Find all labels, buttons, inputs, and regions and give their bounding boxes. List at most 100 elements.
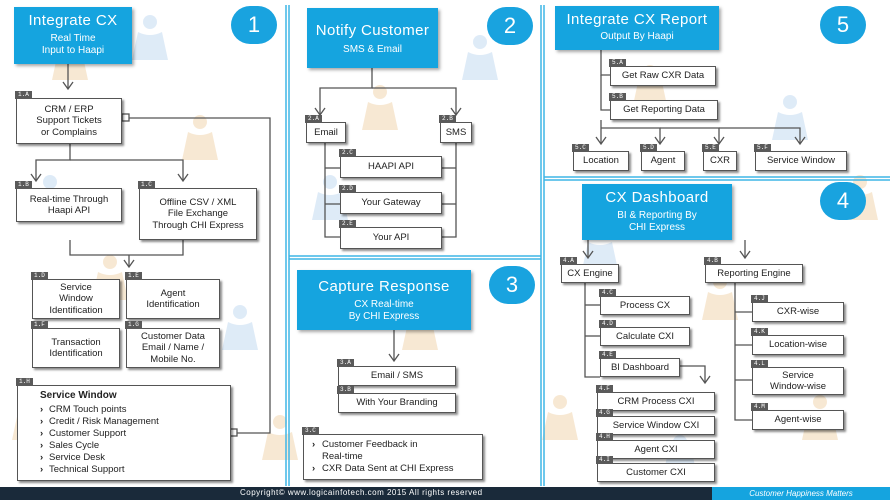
box-4g: 4.G Service Window CXI: [596, 409, 715, 435]
section3-header: Capture Response CX Real-time By CHI Exp…: [297, 270, 471, 330]
box-3a: 3.A Email / SMS: [337, 359, 456, 386]
box-4i-label: Customer CXI: [626, 466, 686, 478]
box-4e: 4.E BI Dashboard: [599, 351, 680, 377]
section1-subtitle-2: Input to Haapi: [41, 45, 105, 56]
list-item: ›Technical Support: [40, 464, 125, 475]
list-item: ›Customer Feedback in: [312, 439, 418, 450]
chevron-right-icon: ›: [312, 439, 316, 450]
chevron-right-icon: ›: [40, 416, 44, 427]
chevron-right-icon: ›: [40, 452, 44, 463]
section2-title: Notify Customer: [315, 22, 430, 39]
tag-1f: 1.F: [31, 321, 48, 329]
box-1g-line1: Customer Data: [141, 330, 205, 342]
tag-2e: 2.E: [339, 220, 356, 228]
chevron-right-icon: ›: [312, 463, 316, 474]
list-item: ›Sales Cycle: [40, 440, 100, 451]
box-5b-label: Get Reporting Data: [623, 104, 705, 116]
tag-4j: 4.J: [751, 295, 768, 303]
tag-1h: 1.H: [16, 378, 33, 386]
list-item: ›CRM Touch points: [40, 404, 127, 415]
box-5d: 5.D Agent: [640, 144, 685, 171]
tag-1b: 1.B: [15, 181, 32, 189]
section2-subtitle: SMS & Email: [343, 44, 402, 55]
section5-subtitle: Output By Haapi: [600, 31, 674, 42]
tag-2a: 2.A: [305, 115, 322, 123]
box-1g-line2: Email / Name /: [141, 342, 205, 354]
tag-4a: 4.A: [560, 257, 577, 265]
box-4j: 4.J CXR-wise: [751, 295, 844, 322]
box-1g-line3: Mobile No.: [150, 353, 196, 365]
box-4m-label: Agent-wise: [774, 414, 822, 426]
box-5b: 5.B Get Reporting Data: [609, 93, 718, 120]
section4-subtitle-2: CHI Express: [628, 222, 686, 233]
box-1e-line2: Identification: [146, 299, 200, 310]
box-4j-label: CXR-wise: [776, 306, 820, 318]
box-4l-line2: Window-wise: [770, 381, 826, 392]
box-3a-label: Email / SMS: [370, 370, 424, 382]
tag-4k: 4.K: [751, 328, 768, 336]
tag-4m: 4.M: [751, 403, 768, 411]
box-4g-label: Service Window CXI: [612, 419, 700, 431]
tag-3b: 3.B: [337, 386, 354, 394]
tag-5a: 5.A: [609, 59, 626, 67]
box-1b-line1: Real-time Through: [29, 193, 109, 205]
box-4h-label: Agent CXI: [634, 443, 678, 455]
list-item: ›Customer Support: [40, 428, 127, 439]
section4-header: CX Dashboard BI & Reporting By CHI Expre…: [582, 184, 732, 240]
section2-number-badge: 2: [487, 7, 533, 45]
footer-bar: Copyright© www.logicainfotech.com 2015 A…: [0, 487, 890, 500]
box-1d-line1: Service: [60, 281, 92, 293]
tag-3a: 3.A: [337, 359, 354, 367]
tag-1a: 1.A: [15, 91, 32, 99]
list-item: ›CXR Data Sent at CHI Express: [312, 463, 454, 474]
box-4a-label: CX Engine: [567, 267, 613, 279]
tag-4b: 4.B: [704, 257, 721, 265]
box-4f: 4.F CRM Process CXI: [596, 385, 715, 411]
section5-number-badge: 5: [820, 6, 866, 44]
box-2e-label: Your API: [372, 232, 410, 244]
section3-number-badge: 3: [489, 266, 535, 304]
box-2a: 2.A Email: [305, 115, 346, 143]
box-1f-line2: Identification: [49, 348, 103, 359]
box-4f-label: CRM Process CXI: [617, 395, 695, 407]
box-4c-label: Process CX: [619, 299, 671, 311]
box-1d-line3: Identification: [49, 304, 103, 316]
box-1a-line2: Support Tickets: [36, 115, 102, 127]
tag-4l: 4.L: [751, 360, 768, 368]
box-5e: 5.E CXR: [702, 144, 737, 171]
box-4k-label: Location-wise: [768, 339, 828, 351]
box-5c-label: Location: [583, 155, 619, 167]
tag-1d: 1.D: [31, 272, 48, 280]
tag-5e: 5.E: [702, 144, 719, 152]
chevron-right-icon: ›: [40, 440, 44, 451]
box-1e: 1.E Agent Identification: [125, 272, 220, 319]
box-2c: 2.C HAAPI API: [339, 149, 442, 178]
section3-subtitle-1: CX Real-time: [354, 299, 414, 310]
box-1a-line1: CRM / ERP: [44, 103, 94, 115]
box-2d-label: Your Gateway: [361, 197, 421, 209]
section1-subtitle-1: Real Time: [50, 33, 96, 44]
box-4m: 4.M Agent-wise: [751, 403, 844, 430]
tag-4e: 4.E: [599, 351, 616, 359]
tag-1g: 1.G: [125, 321, 142, 329]
tag-5d: 5.D: [640, 144, 657, 152]
box-1b-line2: Haapi API: [47, 205, 91, 216]
box-2c-label: HAAPI API: [368, 161, 414, 173]
box-1c-line2: File Exchange: [167, 208, 229, 220]
box-1c-line1: Offline CSV / XML: [159, 196, 237, 208]
box-1g: 1.G Customer Data Email / Name / Mobile …: [125, 321, 220, 368]
box-1f-line1: Transaction: [51, 336, 101, 348]
tag-4f: 4.F: [596, 385, 613, 393]
list-item: ›Credit / Risk Management: [40, 416, 159, 427]
box-4h: 4.H Agent CXI: [596, 433, 715, 459]
tag-4c: 4.C: [599, 289, 616, 297]
box-4d: 4.D Calculate CXI: [599, 320, 690, 346]
section1-number-badge: 1: [231, 6, 277, 44]
copyright-text: Copyright© www.logicainfotech.com 2015 A…: [240, 488, 483, 497]
tag-5f: 5.F: [754, 144, 771, 152]
box-4a: 4.A CX Engine: [560, 257, 619, 283]
box-1f: 1.F Transaction Identification: [31, 321, 120, 368]
section3-title: Capture Response: [318, 278, 450, 295]
box-2e: 2.E Your API: [339, 220, 442, 249]
box-1b: 1.B Real-time Through Haapi API: [15, 181, 122, 222]
